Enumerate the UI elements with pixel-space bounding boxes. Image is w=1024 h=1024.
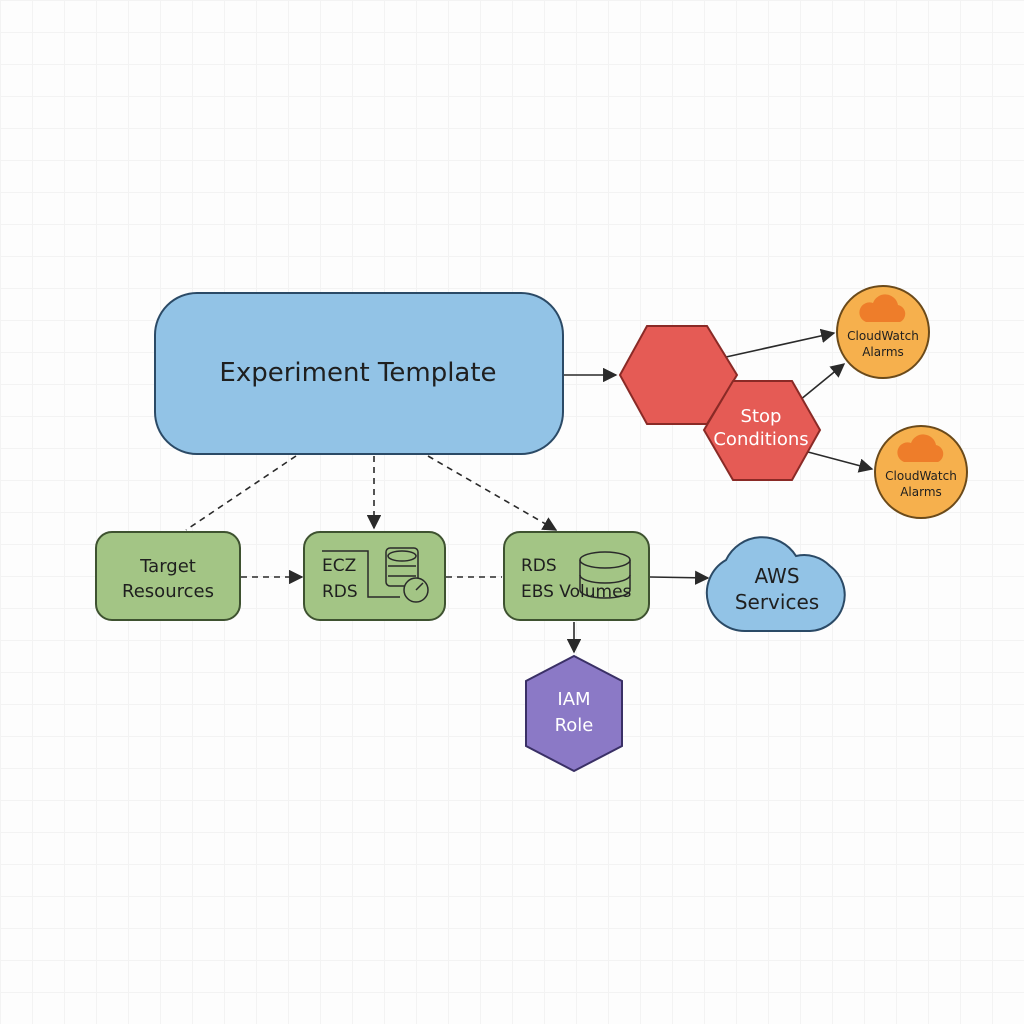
edge-template-to-target xyxy=(185,455,297,531)
experiment-template-label: Experiment Template xyxy=(219,358,496,388)
edge-stop-to-alarm-bottom xyxy=(807,451,874,473)
cloudwatch-cloud-icon xyxy=(859,294,906,322)
aws-services-label-line1: AWS xyxy=(754,564,799,588)
target-resources-label-line1: Target xyxy=(139,556,196,577)
ec2-rds-label-line1: ECZ xyxy=(322,556,356,576)
experiment-template-node[interactable]: Experiment Template xyxy=(154,292,564,455)
edges xyxy=(185,328,874,654)
cloudwatch-alarms-top-node[interactable]: CloudWatch Alarms xyxy=(836,285,930,379)
rds-ebs-label-line2: EBS Volumes xyxy=(521,582,632,602)
stop-hexagon-front xyxy=(702,380,822,481)
edge-rds-to-aws xyxy=(649,570,710,585)
rds-ebs-node[interactable]: RDS EBS Volumes xyxy=(503,531,650,621)
database-icon xyxy=(579,551,631,599)
iam-role-label-line2: Role xyxy=(555,715,594,736)
target-resources-node[interactable]: Target Resources xyxy=(95,531,241,621)
database-gauge-icon xyxy=(322,547,429,603)
target-resources-label-line2: Resources xyxy=(122,581,214,602)
edge-template-to-rds xyxy=(427,455,558,531)
aws-services-node[interactable]: AWS Services xyxy=(705,536,846,633)
stop-conditions-label-line2: Conditions xyxy=(713,429,808,450)
cloudwatch-top-label-line1: CloudWatch xyxy=(847,329,919,343)
cloudwatch-cloud-icon xyxy=(897,434,944,462)
stop-conditions-label-line1: Stop xyxy=(741,406,782,427)
cloudwatch-top-label-line2: Alarms xyxy=(862,345,904,359)
ec2-rds-node[interactable]: ECZ RDS xyxy=(303,531,446,621)
stop-conditions-node[interactable]: Stop Conditions xyxy=(618,325,822,481)
edge-stop-to-alarm-top-a xyxy=(725,328,836,358)
iam-role-label-line1: IAM xyxy=(557,689,590,710)
cloudwatch-alarms-bottom-node[interactable]: CloudWatch Alarms xyxy=(874,425,968,519)
cloudwatch-bottom-label-line1: CloudWatch xyxy=(885,469,957,483)
aws-services-label-line2: Services xyxy=(735,590,819,614)
iam-role-node[interactable]: IAM Role xyxy=(525,654,623,773)
cloudwatch-bottom-label-line2: Alarms xyxy=(900,485,942,499)
cloud-icon xyxy=(705,536,846,633)
ec2-rds-label-line2: RDS xyxy=(322,582,358,602)
edge-stop-to-alarm-top-b xyxy=(799,363,846,401)
rds-ebs-label-line1: RDS xyxy=(521,556,557,576)
